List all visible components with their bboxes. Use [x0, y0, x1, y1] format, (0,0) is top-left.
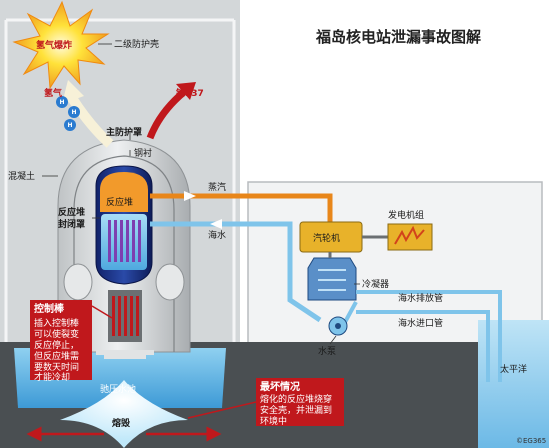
label-secondary-containment: 二级防护壳 [114, 38, 159, 50]
explosion-starburst [12, 0, 110, 90]
worst-case-line-1: 熔化的反应堆烧穿 [260, 393, 332, 405]
svg-text:H: H [60, 99, 65, 106]
drywell-right [155, 263, 185, 301]
pacific-ocean [478, 320, 549, 448]
label-cesium: 铯137 [176, 87, 204, 99]
label-steel-liner: 钢衬 [134, 147, 152, 159]
meltdown-burst [60, 380, 188, 448]
leader-lines [42, 43, 360, 345]
label-meltdown: 熔毁 [112, 417, 131, 429]
label-steam: 蒸汽 [208, 181, 226, 193]
label-concrete: 混凝土 [8, 170, 35, 182]
label-hydrogen-explosion: 氢气爆炸 [36, 39, 72, 51]
lightning-icon [394, 225, 425, 245]
fuel-rods [108, 220, 141, 262]
control-rod-line-4: 但反应堆需 [34, 350, 79, 362]
worst-case-line-2: 安全壳，并泄漏到 [260, 404, 332, 416]
steel-liner [73, 155, 175, 352]
control-rod-line-5: 要数天时间 [34, 361, 79, 373]
control-rods [112, 296, 139, 336]
label-turbine: 汽轮机 [313, 232, 340, 244]
control-rod-title: 控制棒 [34, 302, 65, 315]
pedestal-top [96, 350, 154, 355]
intake-pipe [356, 310, 490, 382]
page-title: 福岛核电站泄漏事故图解 [315, 28, 481, 46]
control-rod-line-1: 插入控制棒 [34, 317, 79, 329]
hydrogen-arrow-shaft [67, 95, 114, 148]
credit-mark: ©EG365 [516, 437, 546, 445]
label-seawater: 海水 [208, 229, 226, 241]
cesium-arrow-shaft [146, 89, 187, 140]
label-generator: 发电机组 [388, 209, 424, 221]
discharge-pipe [356, 290, 502, 382]
label-seawater-intake: 海水进口管 [398, 317, 443, 329]
generator [387, 223, 433, 251]
control-rod-line-6: 才能冷却 [34, 371, 70, 383]
label-suppression-pool: 驰压水池 [100, 383, 136, 395]
reactor-core-water [101, 214, 147, 270]
label-seawater-discharge: 海水排放管 [398, 292, 443, 304]
outer-wall [4, 18, 236, 342]
control-rod-line-3: 反应停止， [34, 339, 79, 351]
label-condenser: 冷凝器 [362, 278, 389, 290]
hydrogen-arrow-head [62, 80, 84, 104]
cesium-arrow-head [176, 82, 196, 100]
label-pacific: 太平洋 [500, 363, 527, 375]
control-rod-note: 控制棒 插入控制棒 可以使裂变 反应停止， 但反应堆需 要数天时间 才能冷却 [30, 300, 113, 383]
label-water-pump: 水泵 [318, 345, 336, 357]
label-reactor-enclosure-2: 封闭罩 [58, 218, 85, 230]
worst-case-note: 最坏情况 熔化的反应堆烧穿 安全壳，并泄漏到 环境中 [187, 378, 344, 427]
label-hydrogen: 氢气 [44, 87, 62, 99]
condenser-coils [318, 269, 346, 291]
label-primary-containment: 主防护罩 [106, 126, 142, 138]
steam-flow-arrow [184, 191, 196, 201]
reactor-steam-region [100, 172, 148, 212]
drywell-left [63, 263, 93, 301]
steam-pipe [150, 193, 333, 222]
label-reactor-enclosure-1: 反应堆 [58, 206, 85, 218]
pedestal-bottom [104, 355, 146, 359]
svg-text:H: H [68, 122, 73, 129]
worst-case-title: 最坏情况 [260, 380, 300, 393]
label-reactor: 反应堆 [106, 196, 133, 208]
worst-case-line-3: 环境中 [260, 415, 287, 427]
hydrogen-molecules: H H H [56, 96, 80, 131]
control-rod-line-2: 可以使裂变 [34, 328, 79, 340]
svg-text:H: H [72, 109, 77, 116]
seawater-flow-arrow [210, 219, 222, 229]
